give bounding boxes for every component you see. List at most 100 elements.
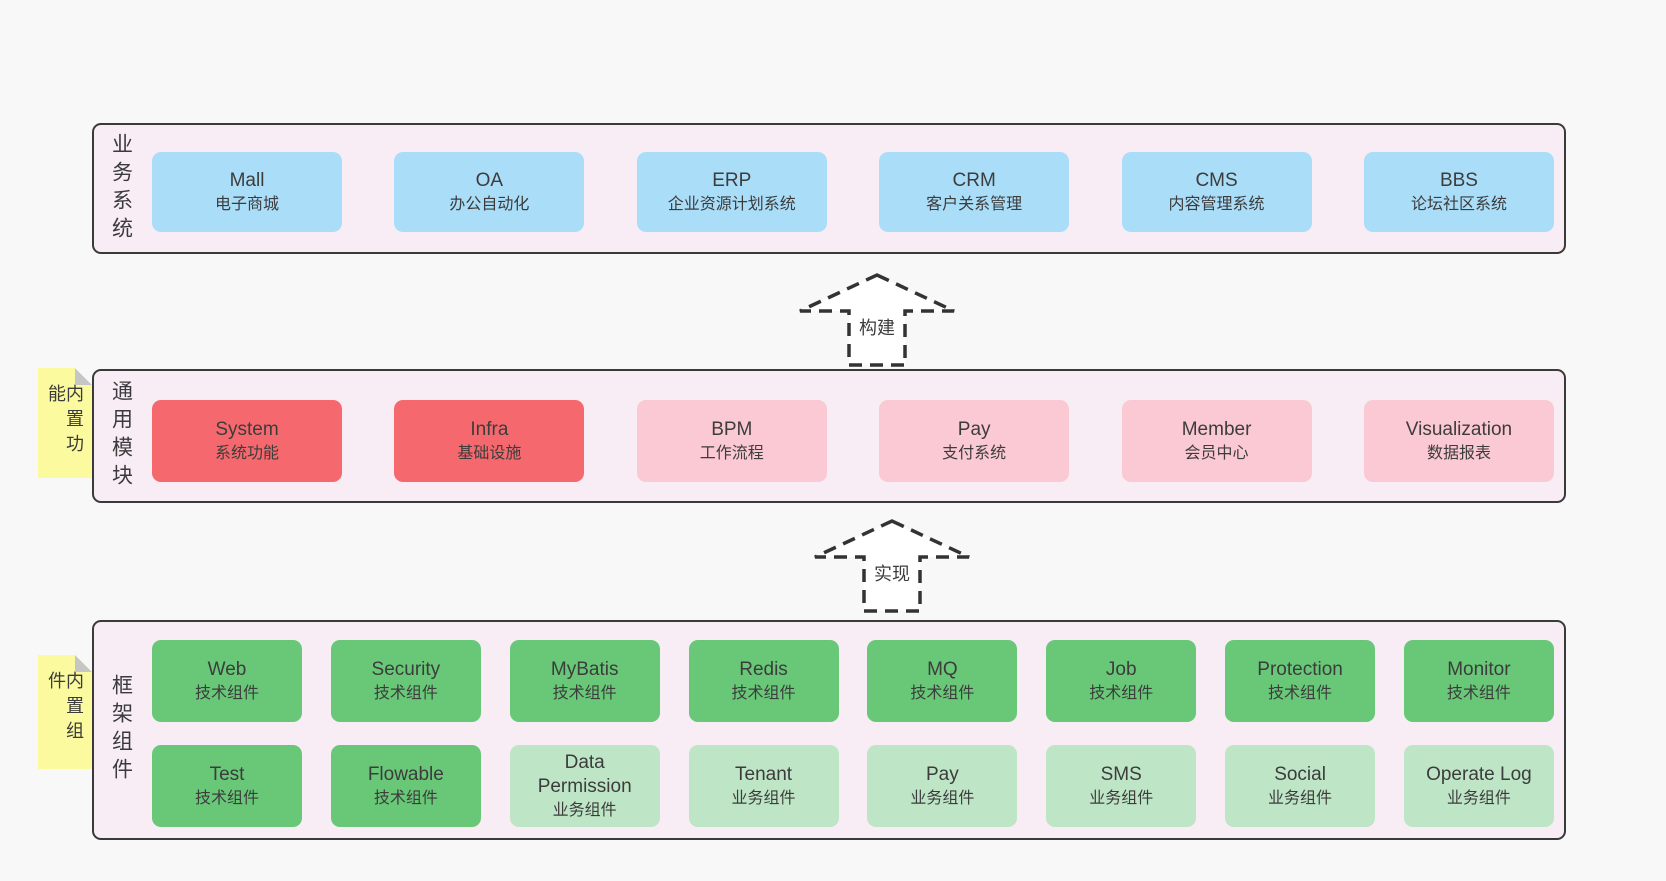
- box-name: CRM: [952, 169, 996, 191]
- box-name: BBS: [1439, 169, 1478, 191]
- business-boxes-row: Mall 电子商城 OA 办公自动化 ERP 企业资源计划系统 CRM 客户关系…: [152, 152, 1554, 232]
- box-name: Redis: [739, 658, 788, 680]
- box-name: OA: [475, 169, 504, 191]
- band-modules-label: 通用模块: [104, 371, 138, 501]
- band-business-systems: 业务系统 Mall 电子商城 OA 办公自动化 ERP 企业资源计划系统 CRM…: [92, 123, 1566, 254]
- box-visualization: Visualization 数据报表: [1363, 400, 1554, 482]
- box-name: Member: [1181, 418, 1252, 440]
- box-name: Visualization: [1405, 418, 1513, 440]
- box-name: CMS: [1195, 169, 1238, 191]
- box-desc: 技术组件: [1268, 684, 1333, 702]
- box-desc: 业务组件: [1446, 789, 1511, 807]
- box-infra: Infra 基础设施: [394, 400, 585, 482]
- box-desc: 技术组件: [552, 684, 617, 702]
- box-bbs: BBS 论坛社区系统: [1363, 152, 1554, 232]
- box-operate-log: Operate Log 业务组件: [1403, 745, 1554, 827]
- box-social: Social 业务组件: [1225, 745, 1376, 827]
- box-mq: MQ 技术组件: [867, 640, 1018, 722]
- box-monitor: Monitor 技术组件: [1403, 640, 1554, 722]
- components-row-1: Web 技术组件 Security 技术组件 MyBatis 技术组件 Redi…: [152, 640, 1554, 722]
- box-desc: 数据报表: [1426, 444, 1491, 462]
- box-name: SMS: [1100, 763, 1142, 785]
- folded-corner-icon: [75, 655, 92, 672]
- band-label-text: 通用模块: [109, 380, 133, 492]
- box-name: Job: [1105, 658, 1137, 680]
- box-name: Mall: [229, 169, 265, 191]
- sticky-note-text: 内置组件: [46, 671, 84, 746]
- box-name: Tenant: [735, 763, 793, 785]
- box-desc: 企业资源计划系统: [667, 195, 796, 213]
- box-cms: CMS 内容管理系统: [1121, 152, 1312, 232]
- box-desc: 技术组件: [1446, 684, 1511, 702]
- box-system: System 系统功能: [152, 400, 342, 482]
- box-protection: Protection 技术组件: [1225, 640, 1376, 722]
- arrow-label: 实现: [871, 560, 913, 586]
- box-desc: 论坛社区系统: [1410, 195, 1507, 213]
- box-desc: 技术组件: [194, 684, 259, 702]
- box-name: Operate Log: [1426, 763, 1532, 785]
- box-name: Web: [207, 658, 247, 680]
- box-desc: 技术组件: [373, 789, 438, 807]
- box-desc: 基础设施: [457, 444, 522, 462]
- box-desc: 业务组件: [910, 789, 975, 807]
- box-desc: 技术组件: [194, 789, 259, 807]
- box-name: Pay: [957, 418, 991, 440]
- box-desc: 技术组件: [731, 684, 796, 702]
- folded-corner-icon: [75, 368, 92, 385]
- box-desc: 业务组件: [1268, 789, 1333, 807]
- arrow-label: 构建: [856, 314, 898, 340]
- box-name: System: [215, 418, 279, 440]
- box-desc: 客户关系管理: [926, 195, 1023, 213]
- sticky-note-built-in-features: 内置功能: [38, 368, 92, 478]
- box-name: ERP: [712, 169, 752, 191]
- box-name: Infra: [470, 418, 509, 440]
- box-mall: Mall 电子商城: [152, 152, 342, 232]
- box-desc: 电子商城: [214, 195, 279, 213]
- components-row-2: Test 技术组件 Flowable 技术组件 Data Permission …: [152, 745, 1554, 827]
- box-redis: Redis 技术组件: [688, 640, 839, 722]
- box-name: Security: [371, 658, 441, 680]
- box-desc: 工作流程: [699, 444, 764, 462]
- box-tenant: Tenant 业务组件: [688, 745, 839, 827]
- box-desc: 业务组件: [731, 789, 796, 807]
- box-oa: OA 办公自动化: [394, 152, 585, 232]
- box-name: Pay: [926, 763, 959, 785]
- box-crm: CRM 客户关系管理: [879, 152, 1070, 232]
- box-desc: 技术组件: [910, 684, 975, 702]
- box-desc: 系统功能: [214, 444, 279, 462]
- box-sms: SMS 业务组件: [1046, 745, 1197, 827]
- box-flowable: Flowable 技术组件: [330, 745, 481, 827]
- box-name: Flowable: [367, 763, 444, 785]
- box-erp: ERP 企业资源计划系统: [636, 152, 827, 232]
- box-name: MyBatis: [550, 658, 619, 680]
- box-desc: 支付系统: [942, 444, 1007, 462]
- sticky-note-built-in-components: 内置组件: [38, 655, 92, 769]
- box-name: Monitor: [1447, 658, 1511, 680]
- box-member: Member 会员中心: [1121, 400, 1312, 482]
- box-bpm: BPM 工作流程: [636, 400, 827, 482]
- modules-boxes-row: System 系统功能 Infra 基础设施 BPM 工作流程 Pay 支付系统…: [152, 400, 1554, 482]
- box-test: Test 技术组件: [152, 745, 302, 827]
- box-desc: 技术组件: [373, 684, 438, 702]
- band-label-text: 业务系统: [109, 132, 133, 245]
- implement-arrow: 实现: [812, 518, 972, 614]
- box-pay-system: Pay 支付系统: [879, 400, 1070, 482]
- box-name: Protection: [1257, 658, 1343, 680]
- box-desc: 业务组件: [1089, 789, 1154, 807]
- box-security: Security 技术组件: [330, 640, 481, 722]
- box-job: Job 技术组件: [1046, 640, 1197, 722]
- box-name: Test: [209, 763, 245, 785]
- box-desc: 技术组件: [1089, 684, 1154, 702]
- box-name: Social: [1274, 763, 1326, 785]
- box-desc: 会员中心: [1184, 444, 1249, 462]
- box-mybatis: MyBatis 技术组件: [509, 640, 660, 722]
- band-label-text: 框架组件: [109, 674, 133, 786]
- box-data-permission: Data Permission 业务组件: [509, 745, 660, 827]
- box-pay-component: Pay 业务组件: [867, 745, 1018, 827]
- box-name: Data Permission: [537, 751, 632, 798]
- sticky-note-text: 内置功能: [46, 384, 84, 459]
- box-desc: 内容管理系统: [1168, 195, 1265, 213]
- build-arrow: 构建: [797, 272, 957, 368]
- box-web: Web 技术组件: [152, 640, 302, 722]
